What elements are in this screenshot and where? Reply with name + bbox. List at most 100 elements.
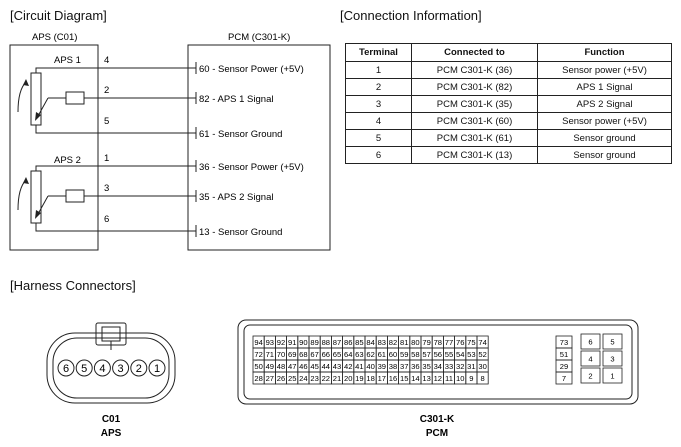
c301k-pin: 13 [420, 371, 433, 385]
c301k-pin: 46 [297, 359, 310, 373]
harness-connectors-heading: [Harness Connectors] [10, 278, 136, 293]
pin-number: 2 [136, 363, 142, 375]
c301k-pin: 37 [398, 359, 411, 373]
pin-number: 72 [254, 350, 262, 359]
pcm-title: PCM (C301-K) [228, 32, 290, 43]
c301k-pin: 61 [375, 347, 388, 361]
c01-pin: 5 [75, 359, 93, 377]
c301k-pin: 67 [308, 347, 321, 361]
c01-code: C01 [102, 414, 121, 425]
pin-number: 89 [310, 338, 318, 347]
aps2-potentiometer [17, 165, 98, 232]
c301k-pin: 31 [465, 359, 478, 373]
c301k-pin: 86 [342, 335, 355, 349]
pin-number: 44 [322, 362, 330, 371]
circuit-diagram: APS (C01) PCM (C301-K) APS 1 APS 2 4 60 … [9, 32, 331, 251]
pin-number: 82 [389, 338, 397, 347]
c301k-pin: 3 [602, 350, 623, 367]
c301k-pin: 29 [555, 359, 573, 373]
pin-number: 55 [445, 350, 453, 359]
pin-number: 75 [467, 338, 475, 347]
pin-number: 69 [288, 350, 296, 359]
pin-cavity [93, 359, 111, 377]
aps-connector-box [9, 44, 99, 251]
c301k-pin: 20 [342, 371, 355, 385]
connection-info-heading: [Connection Information] [340, 8, 482, 23]
pin-number: 54 [456, 350, 464, 359]
cell-connected-to: PCM C301-K (36) [411, 61, 538, 79]
pin-number: 52 [478, 350, 486, 359]
cell-terminal: 6 [345, 146, 412, 164]
c301k-pin: 21 [330, 371, 343, 385]
c301k-code: C301-K [420, 414, 455, 425]
pin-number: 70 [277, 350, 285, 359]
c301k-pin: 90 [297, 335, 310, 349]
c301k-name: PCM [426, 428, 448, 439]
pin-number: 66 [322, 350, 330, 359]
pin-number: 41 [355, 362, 363, 371]
pin-number: 53 [467, 350, 475, 359]
c301k-pin: 28 [252, 371, 265, 385]
cell-connected-to: PCM C301-K (61) [411, 129, 538, 147]
wire-terminal-4: 4 [104, 55, 109, 66]
pin-number: 33 [445, 362, 453, 371]
wire-82: 2 82 - APS 1 Signal [98, 85, 273, 105]
pin-number: 26 [277, 374, 285, 383]
c301k-pin: 47 [286, 359, 299, 373]
c301k-pin: 30 [476, 359, 489, 373]
pin-number: 94 [254, 338, 262, 347]
header-terminal: Terminal [345, 43, 412, 62]
aps-title: APS (C01) [32, 32, 77, 43]
pin-number: 4 [99, 363, 105, 375]
pin-number: 64 [344, 350, 352, 359]
pin-cavity [602, 333, 623, 350]
pin-number: 15 [400, 374, 408, 383]
c301k-pin: 7 [555, 371, 573, 385]
pin-number: 58 [411, 350, 419, 359]
c301k-pin: 83 [375, 335, 388, 349]
c301k-pin: 40 [364, 359, 377, 373]
pin-number: 80 [411, 338, 419, 347]
pin-number: 6 [63, 363, 69, 375]
c01-pin: 1 [148, 359, 166, 377]
cell-function: Sensor power (+5V) [537, 112, 672, 130]
c301k-pin: 87 [330, 335, 343, 349]
pin-number: 78 [434, 338, 442, 347]
pin-cavity [476, 371, 489, 385]
cell-function: Sensor ground [537, 129, 672, 147]
pin-number: 86 [344, 338, 352, 347]
c301k-pin: 79 [420, 335, 433, 349]
pin-number: 24 [299, 374, 307, 383]
c301k-pin: 41 [353, 359, 366, 373]
aps2-wiper-arrow [35, 210, 41, 219]
table-row: 4 PCM C301-K (60) Sensor power (+5V) [345, 112, 672, 130]
pin-number: 28 [254, 374, 262, 383]
c301k-pin: 48 [274, 359, 287, 373]
c301k-pin: 70 [274, 347, 287, 361]
pin-number: 27 [266, 374, 274, 383]
pin-number: 19 [355, 374, 363, 383]
c301k-pin: 9 [465, 371, 478, 385]
pin-number: 56 [434, 350, 442, 359]
pin-number: 14 [411, 374, 419, 383]
pin-number: 62 [366, 350, 374, 359]
c301k-pin: 53 [465, 347, 478, 361]
pin-number: 21 [333, 374, 341, 383]
wire-60: 4 60 - Sensor Power (+5V) [98, 55, 304, 75]
pin-number: 32 [456, 362, 464, 371]
pin-number: 12 [434, 374, 442, 383]
c301k-connector-shell [237, 319, 639, 405]
c301k-pin: 22 [319, 371, 332, 385]
pcm-connector-box [187, 44, 331, 251]
aps1-wiper-arrow [35, 112, 41, 121]
wire-terminal-1: 1 [104, 153, 109, 164]
pin-number: 2 [588, 372, 592, 381]
pin-number: 71 [266, 350, 274, 359]
pin-number: 79 [422, 338, 430, 347]
c301k-pin: 54 [454, 347, 467, 361]
pin-number: 29 [560, 362, 568, 371]
pin-number: 36 [411, 362, 419, 371]
pin-number: 3 [610, 355, 614, 364]
